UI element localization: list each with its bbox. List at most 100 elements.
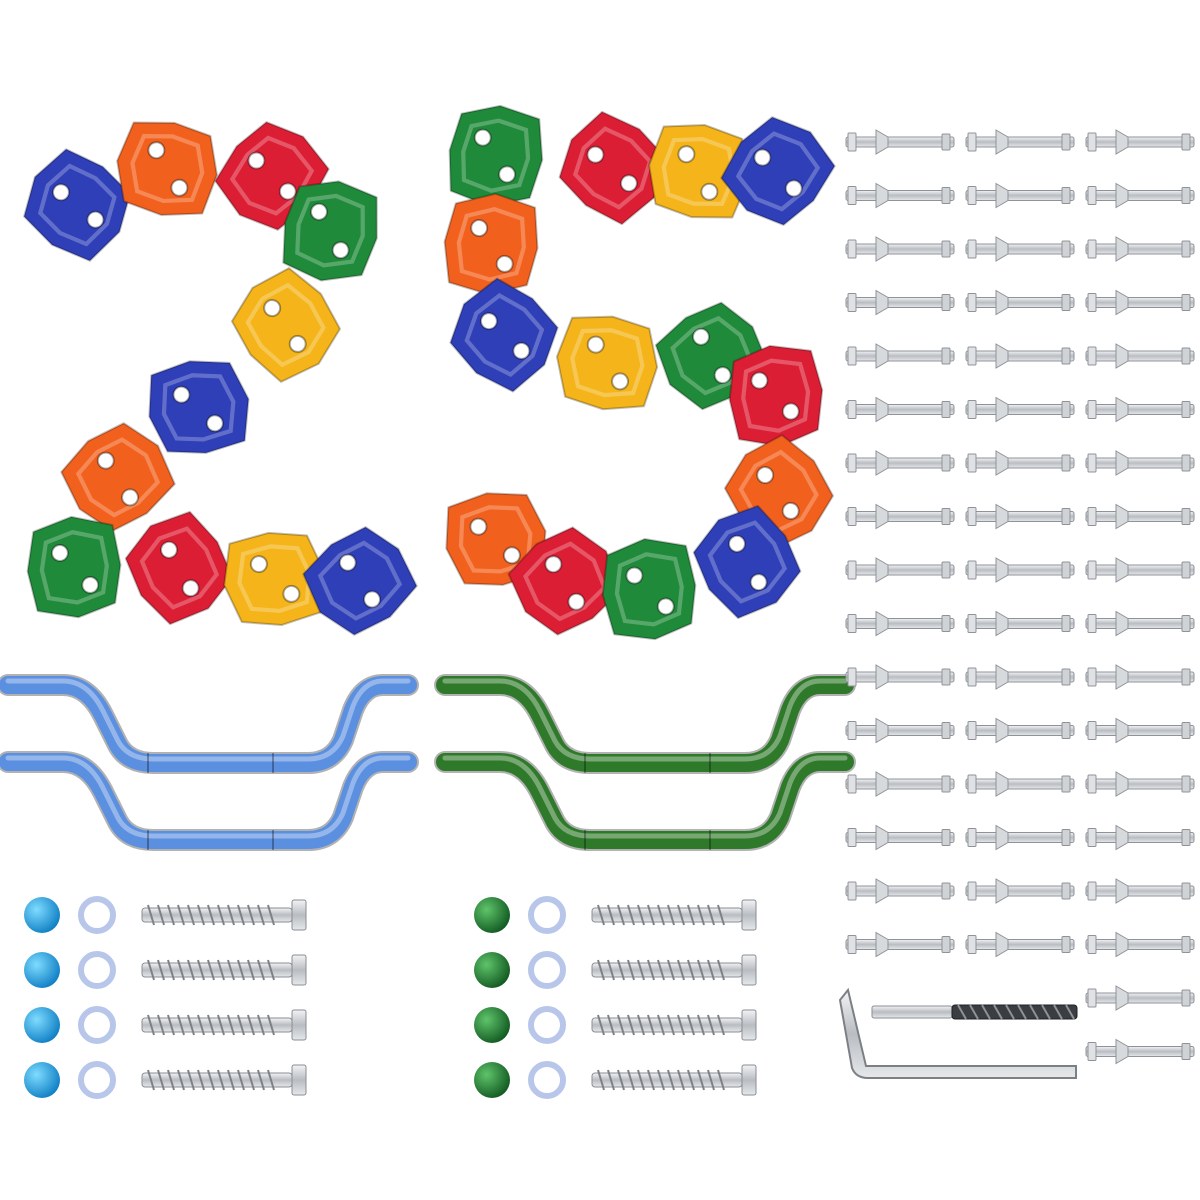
climbing-hold bbox=[692, 504, 802, 620]
t-nut-bolt bbox=[845, 664, 955, 690]
t-nut-bolt bbox=[845, 236, 955, 262]
t-nut-bolt bbox=[845, 343, 955, 369]
climbing-hold bbox=[302, 526, 418, 636]
hex-key bbox=[838, 987, 1077, 1079]
t-nut-bolt bbox=[965, 450, 1075, 476]
climbing-hold bbox=[116, 121, 218, 217]
t-nut-bolt bbox=[1085, 182, 1195, 209]
t-nut-bolt bbox=[1085, 503, 1195, 530]
washer bbox=[528, 896, 566, 934]
screw-cap bbox=[474, 897, 510, 933]
t-nut-bolt bbox=[845, 610, 955, 637]
t-nut-bolt bbox=[965, 129, 1075, 155]
t-nut-bolt bbox=[1085, 396, 1195, 423]
t-nut-bolt bbox=[965, 610, 1075, 637]
climbing-hold bbox=[148, 360, 250, 454]
climbing-hold bbox=[443, 192, 539, 296]
tools bbox=[838, 987, 1078, 1079]
t-nut-bolt bbox=[1085, 289, 1195, 316]
t-nut-bolt bbox=[845, 557, 955, 583]
lag-screw bbox=[141, 1009, 307, 1041]
t-nut-bolt bbox=[1085, 343, 1195, 369]
t-nut-bolt bbox=[965, 503, 1075, 530]
t-nut-bolt bbox=[965, 878, 1075, 904]
mounting-hardware bbox=[24, 896, 757, 1099]
washer bbox=[78, 1006, 116, 1044]
t-nut-bolt bbox=[1085, 129, 1195, 155]
t-nut-bolt bbox=[965, 396, 1075, 423]
climbing-hold bbox=[720, 116, 836, 226]
climbing-hold bbox=[449, 277, 559, 393]
screw-cap bbox=[474, 1007, 510, 1043]
t-nut-bolt bbox=[965, 931, 1075, 958]
t-nut-bolt bbox=[965, 557, 1075, 583]
climbing-holds bbox=[23, 104, 836, 641]
climbing-hold bbox=[507, 526, 623, 636]
grab-handles bbox=[0, 674, 856, 851]
climbing-hold bbox=[555, 315, 659, 411]
t-nut-bolt bbox=[965, 343, 1075, 369]
t-nut-bolt bbox=[965, 236, 1075, 262]
washer bbox=[528, 1006, 566, 1044]
t-nut-bolt bbox=[965, 717, 1075, 744]
t-nut-bolt bbox=[845, 396, 955, 423]
lag-screw bbox=[141, 1064, 307, 1096]
climbing-hold bbox=[60, 422, 176, 532]
grab-handle bbox=[0, 751, 419, 851]
t-nut-bolt bbox=[1085, 610, 1195, 637]
t-nut-bolt bbox=[845, 503, 955, 530]
washer bbox=[78, 1061, 116, 1099]
t-nut-bolt bbox=[845, 771, 955, 797]
screw-cap bbox=[24, 952, 60, 988]
t-nut-bolt bbox=[845, 717, 955, 744]
climbing-hold bbox=[448, 104, 544, 208]
t-nut-bolt bbox=[965, 771, 1075, 797]
lag-screw bbox=[591, 954, 757, 986]
t-nut-bolt bbox=[1085, 557, 1195, 583]
bolt-grid bbox=[845, 129, 1195, 1065]
t-nut-bolt bbox=[1085, 664, 1195, 690]
t-nut-bolt bbox=[1085, 450, 1195, 476]
lag-screw bbox=[591, 899, 757, 931]
t-nut-bolt bbox=[1085, 985, 1195, 1011]
t-nut-bolt bbox=[845, 450, 955, 476]
climbing-hold bbox=[26, 515, 122, 619]
climbing-hold bbox=[223, 531, 325, 627]
screw-cap bbox=[474, 1062, 510, 1098]
t-nut-bolt bbox=[965, 664, 1075, 690]
grab-handle bbox=[434, 751, 856, 851]
climbing-hold bbox=[23, 148, 132, 262]
t-nut-bolt bbox=[1085, 236, 1195, 262]
grab-handle bbox=[434, 674, 856, 774]
t-nut-bolt bbox=[1085, 931, 1195, 958]
washer bbox=[78, 896, 116, 934]
t-nut-bolt bbox=[965, 824, 1075, 851]
screw-cap bbox=[24, 1062, 60, 1098]
climbing-hold bbox=[230, 267, 341, 383]
t-nut-bolt bbox=[1085, 824, 1195, 851]
lag-screw bbox=[591, 1009, 757, 1041]
washer bbox=[78, 951, 116, 989]
climbing-hold bbox=[282, 180, 378, 282]
t-nut-bolt bbox=[1085, 1038, 1195, 1065]
screw-cap bbox=[474, 952, 510, 988]
lag-screw bbox=[591, 1064, 757, 1096]
climbing-hold bbox=[601, 537, 697, 641]
screw-cap bbox=[24, 897, 60, 933]
t-nut-bolt bbox=[845, 289, 955, 316]
lag-screw bbox=[141, 954, 307, 986]
lag-screw bbox=[141, 899, 307, 931]
t-nut-bolt bbox=[965, 289, 1075, 316]
t-nut-bolt bbox=[845, 129, 955, 155]
climbing-hold bbox=[558, 110, 668, 226]
t-nut-bolt bbox=[845, 878, 955, 904]
grab-handle bbox=[0, 674, 419, 774]
t-nut-bolt bbox=[845, 182, 955, 209]
climbing-hold bbox=[648, 123, 750, 219]
t-nut-bolt bbox=[845, 824, 955, 851]
climbing-hold bbox=[728, 344, 824, 448]
t-nut-bolt bbox=[1085, 717, 1195, 744]
t-nut-bolt bbox=[1085, 878, 1195, 904]
drill-bit bbox=[871, 1004, 1078, 1020]
